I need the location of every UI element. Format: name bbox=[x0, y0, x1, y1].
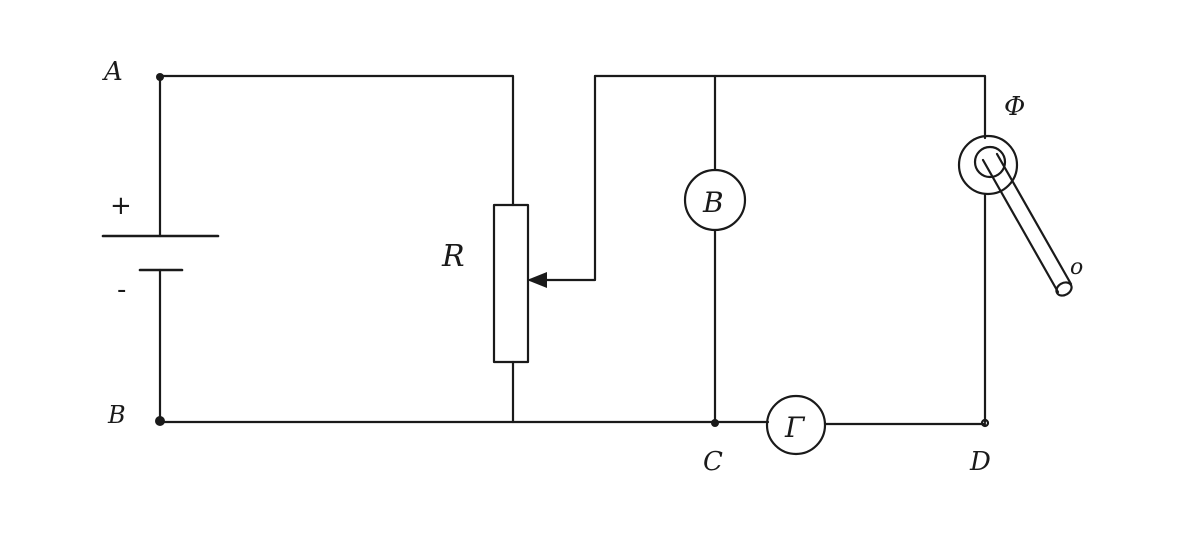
label-voltmeter: B bbox=[702, 186, 724, 219]
wire-top-right bbox=[593, 74, 987, 140]
wire-top-a-to-resistor bbox=[158, 74, 515, 207]
voltmeter-branch bbox=[683, 74, 747, 424]
label-b: B bbox=[107, 401, 126, 429]
label-resistor: R bbox=[441, 239, 465, 274]
label-photocell: Φ bbox=[1004, 92, 1025, 122]
label-galvanometer: Γ bbox=[784, 411, 806, 444]
label-c: C bbox=[703, 447, 723, 477]
label-minus: - bbox=[117, 275, 126, 305]
node-b-dot bbox=[155, 416, 165, 426]
node-c-dot bbox=[711, 419, 719, 427]
photocell-inner bbox=[973, 145, 1007, 179]
tube-end bbox=[1055, 281, 1073, 297]
tube-side-1 bbox=[981, 158, 1060, 294]
node-d-dot bbox=[980, 418, 990, 428]
tube-side-2 bbox=[995, 152, 1073, 286]
photocell-outer bbox=[957, 134, 1019, 196]
photocell-icon bbox=[957, 134, 1019, 424]
label-plus: + bbox=[110, 191, 132, 221]
light-tube-icon bbox=[981, 152, 1073, 297]
label-a: A bbox=[102, 57, 123, 87]
slider-arrowhead bbox=[527, 272, 547, 288]
galvanometer-icon bbox=[765, 394, 987, 456]
label-d: D bbox=[969, 447, 991, 477]
label-light-source: o bbox=[1070, 255, 1083, 280]
node-a-dot bbox=[156, 73, 164, 81]
resistor-body bbox=[492, 203, 530, 364]
battery-branch bbox=[101, 76, 220, 422]
slider-wire bbox=[528, 74, 597, 282]
rheostat-icon bbox=[492, 74, 597, 424]
